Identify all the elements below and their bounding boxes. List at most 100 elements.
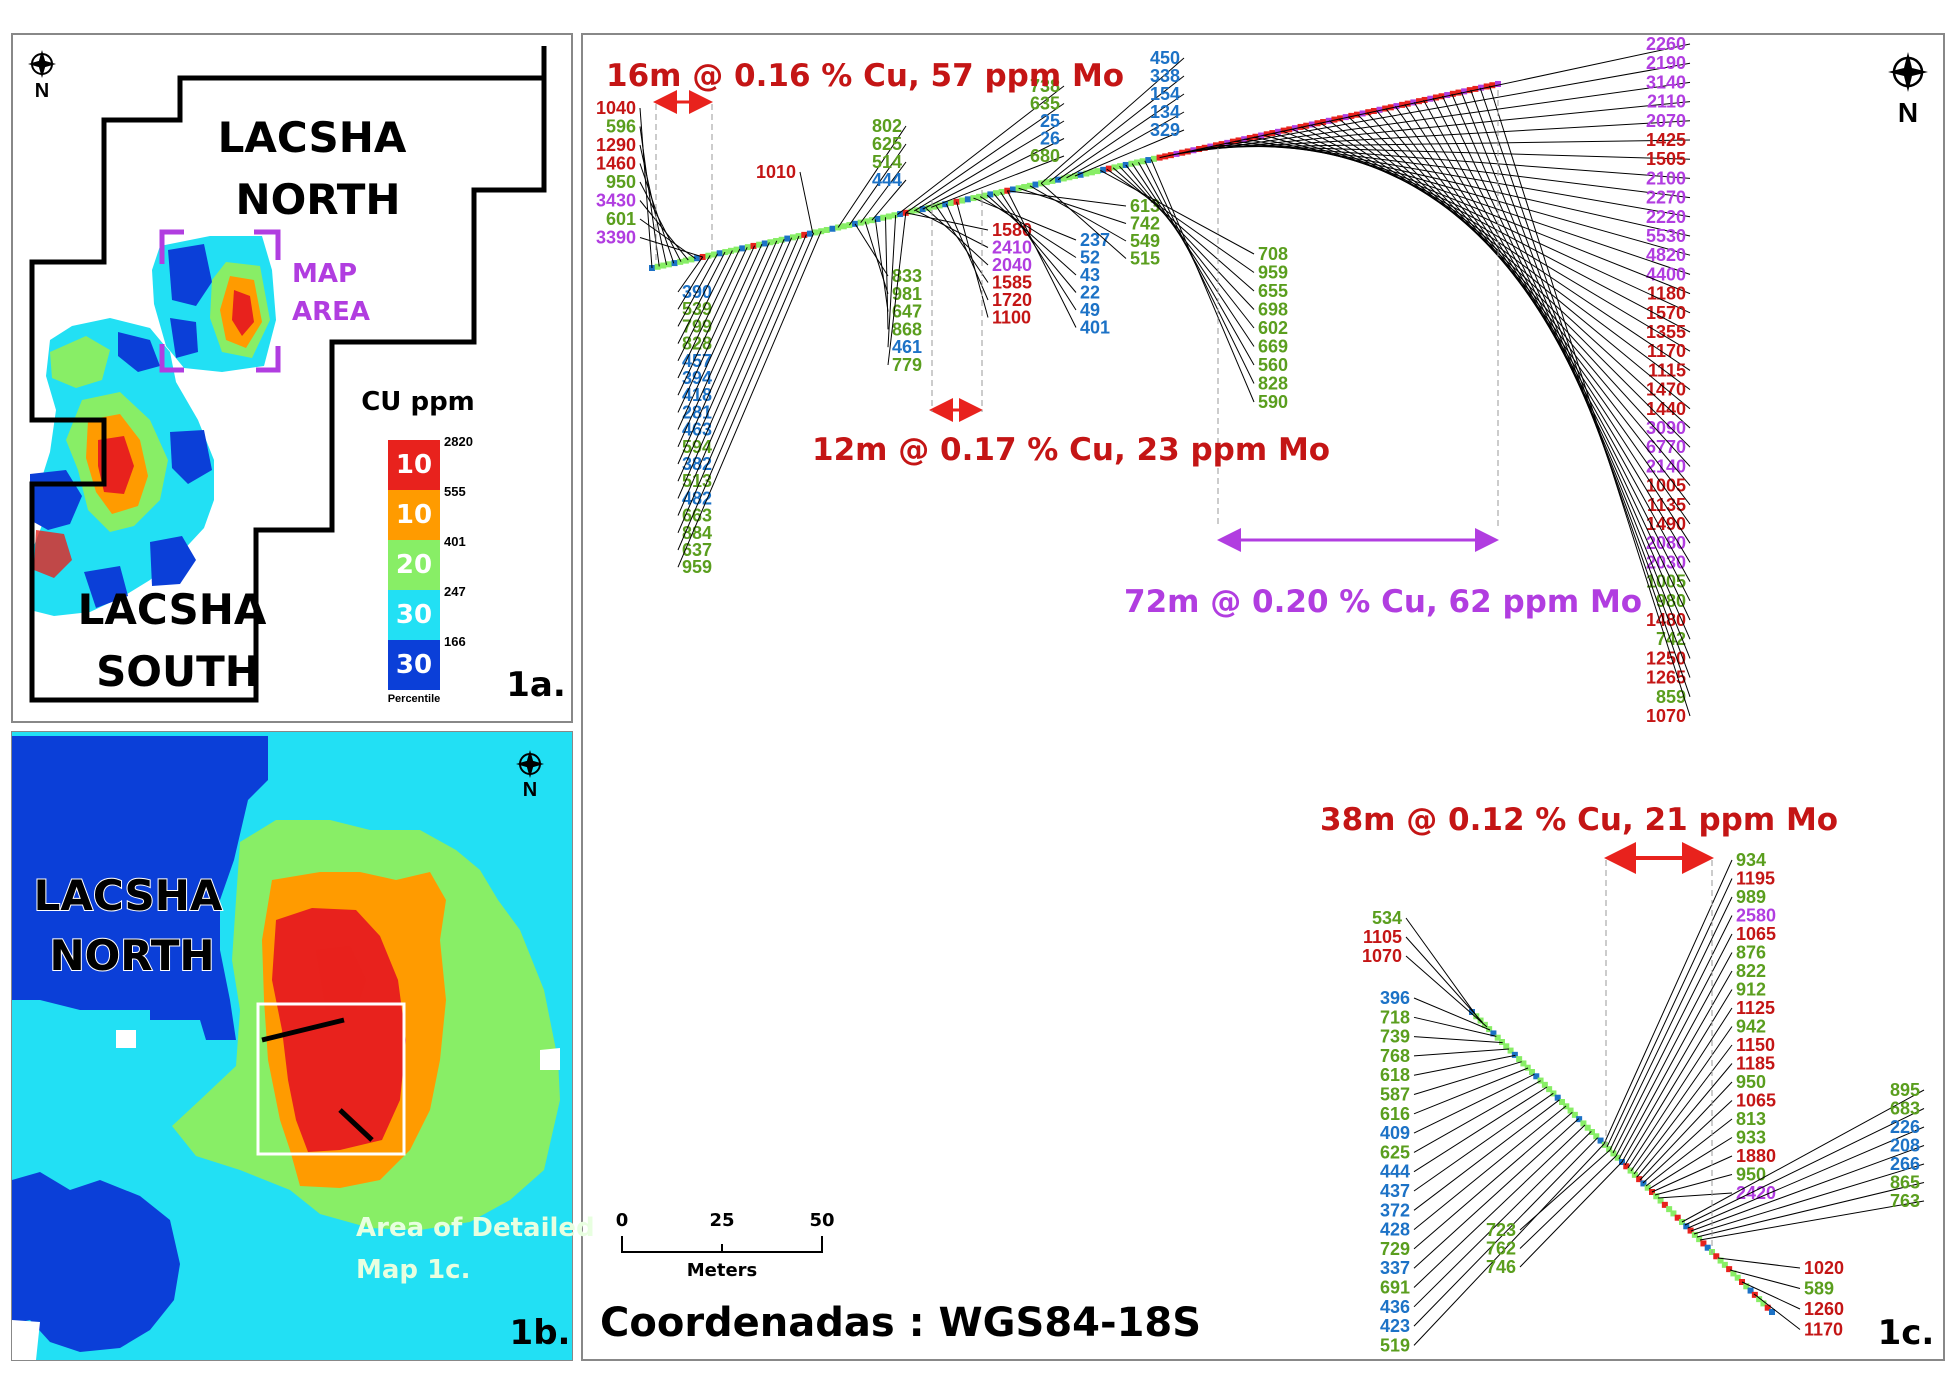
assay-label: 698: [1258, 300, 1288, 320]
sample-mark: [1700, 1240, 1707, 1247]
leader-line: [1150, 159, 1255, 403]
leader-line: [1413, 1130, 1592, 1308]
assay-label: 22: [1080, 283, 1100, 303]
assay-label: 742: [1656, 629, 1686, 649]
sample-mark: [1438, 93, 1445, 100]
sample-mark: [1627, 1167, 1634, 1174]
leader-line: [1040, 182, 1127, 259]
assay-label: 625: [1380, 1142, 1410, 1162]
assay-label: 2140: [1646, 456, 1686, 476]
leader-line: [1615, 933, 1733, 1157]
leader-line: [677, 256, 704, 293]
leader-line: [1057, 93, 1185, 181]
leader-line: [1125, 164, 1255, 329]
leader-line: [1627, 1007, 1733, 1169]
sample-mark: [1631, 1171, 1638, 1178]
sample-mark: [682, 257, 689, 264]
assay-label: 2070: [1646, 111, 1686, 131]
sample-mark: [1337, 115, 1344, 122]
interval-2-label: 12m @ 0.17 % Cu, 23 ppm Mo: [812, 432, 1330, 468]
sample-mark: [1348, 112, 1355, 119]
sample-mark: [1145, 157, 1152, 164]
assay-label: 601: [606, 209, 636, 229]
leader-line: [1018, 187, 1127, 224]
sample-mark: [1507, 1047, 1514, 1054]
assay-label: 1170: [1647, 341, 1686, 361]
assay-label: 1490: [1646, 514, 1686, 534]
sample-mark: [885, 213, 892, 220]
assay-label: 981: [892, 284, 922, 304]
assay-label: 618: [1380, 1065, 1410, 1085]
sample-mark: [1576, 1116, 1583, 1123]
sample-mark: [1032, 181, 1039, 188]
sample-mark: [722, 249, 729, 256]
assay-label: 942: [1736, 1017, 1766, 1037]
assay-label: 980: [1656, 591, 1686, 611]
sample-mark: [1559, 1099, 1565, 1105]
assay-label: 959: [682, 557, 712, 577]
leader-line: [677, 243, 763, 430]
assay-label: 1355: [1646, 322, 1686, 342]
region-north-line2: NORTH: [235, 175, 400, 224]
leader-line: [677, 250, 733, 362]
sample-mark: [1365, 109, 1372, 116]
assay-label: 1195: [1736, 869, 1775, 889]
assay-label: 436: [1380, 1297, 1410, 1317]
assay-label: 950: [606, 172, 636, 192]
assay-label: 934: [1736, 850, 1766, 870]
assay-label: 372: [1380, 1200, 1410, 1220]
leader-line: [677, 232, 815, 551]
leader-line: [887, 212, 907, 366]
sample-mark: [784, 235, 791, 242]
sample-mark: [665, 261, 672, 268]
assay-label: 560: [1258, 355, 1288, 375]
area-caption-line1: Area of Detailed: [356, 1213, 595, 1243]
assay-label: 950: [1736, 1165, 1766, 1185]
detailed-map-box: [256, 1002, 406, 1156]
assay-label: 876: [1736, 943, 1766, 963]
leader-line: [1729, 1269, 1801, 1289]
area-caption-line2: Map 1c.: [356, 1255, 470, 1285]
sample-mark: [987, 191, 994, 198]
assay-label: 1010: [756, 162, 796, 182]
sample-mark: [1511, 1051, 1518, 1058]
leader-line: [1451, 93, 1691, 640]
sample-mark: [1495, 81, 1501, 87]
leader-line: [956, 201, 989, 318]
leader-line: [1413, 1016, 1497, 1037]
sample-mark: [1499, 1039, 1505, 1045]
assay-label: 2100: [1646, 168, 1686, 188]
leader-line: [1717, 1257, 1801, 1269]
assay-label: 461: [892, 337, 922, 357]
legend-break-3: 247: [444, 584, 466, 599]
sample-mark: [1571, 1111, 1578, 1118]
sample-mark: [1455, 89, 1462, 96]
leader-line: [979, 196, 1077, 258]
leader-line: [1178, 81, 1691, 154]
north-arrow-1c: N: [1888, 52, 1928, 128]
assay-label: 338: [1150, 66, 1180, 86]
sample-mark: [671, 260, 678, 267]
leader-line: [1029, 185, 1127, 242]
sample-mark: [1640, 1180, 1647, 1187]
sample-mark: [1580, 1120, 1587, 1127]
north-label-1a: N: [35, 80, 49, 102]
sample-mark: [897, 211, 904, 218]
leader-line: [854, 223, 889, 277]
leader-line: [887, 214, 897, 348]
assay-label: 625: [872, 134, 902, 154]
assay-label: 1150: [1736, 1035, 1775, 1055]
north-arrow-1a: N: [28, 50, 56, 102]
leader-line: [1138, 161, 1255, 366]
leader-line: [1187, 101, 1691, 152]
leader-line: [677, 245, 756, 413]
sample-mark: [1717, 1257, 1724, 1264]
leader-line: [1639, 1081, 1733, 1181]
assay-label: 590: [1258, 392, 1288, 412]
leader-line: [1633, 1044, 1733, 1175]
sample-mark: [840, 223, 847, 230]
assay-label: 3090: [1646, 418, 1686, 438]
assay-label: 828: [1258, 374, 1288, 394]
map-area-line1: MAP: [292, 259, 357, 289]
legend-swatch-3: [388, 590, 440, 640]
